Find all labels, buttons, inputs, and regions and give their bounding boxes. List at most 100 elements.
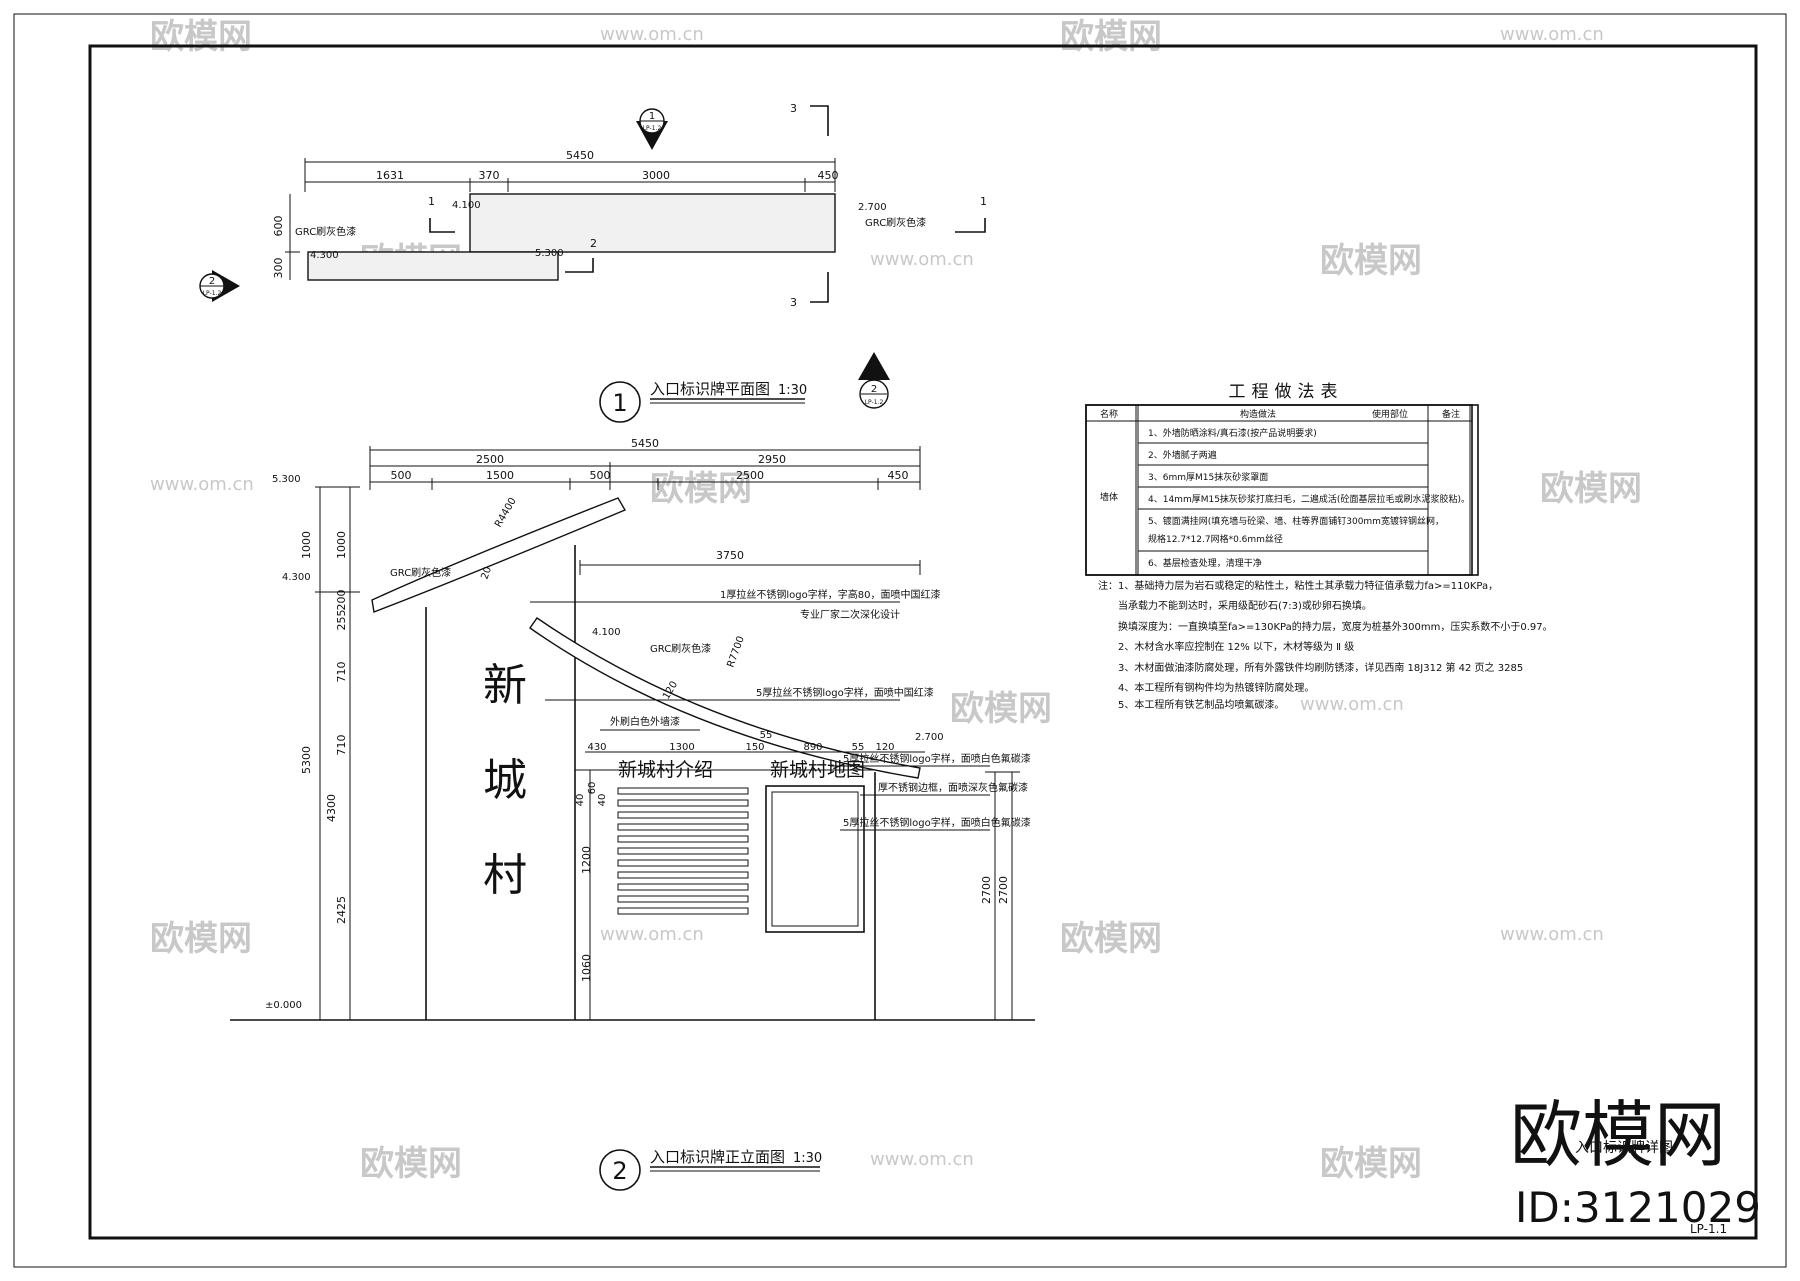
ref-sheet: LP-1.2 (203, 290, 222, 297)
table-row: 5、镀面满挂网(填充墙与砼梁、墙、柱等界面铺钉300mm宽镀锌钢丝网， (1148, 515, 1444, 527)
elev-dim: 2500 (476, 453, 504, 466)
watermark-logo: 欧模网 (150, 17, 252, 57)
annotation: 5厚拉丝不锈钢logo字样，面喷中国红漆 (756, 686, 934, 699)
watermark-logo: 欧模网 (1060, 919, 1162, 959)
panel-dim: 120 (875, 742, 894, 753)
id-label: ID:3121029 (1515, 1183, 1761, 1232)
left-dim-outer: 5300 (300, 746, 313, 774)
ref-sheet: LP-1.2 (865, 399, 884, 406)
note-line: 4、本工程所有钢构件均为热镀锌防腐处理。 (1118, 681, 1314, 694)
village-char: 城 (483, 755, 527, 806)
watermark-logo: 欧模网 (1320, 241, 1422, 281)
table-title: 工程做法表 (1229, 382, 1344, 402)
panel-dim: 55 (760, 730, 773, 741)
elev-level: 5.300 (272, 474, 301, 485)
annotation: 厚不锈钢边框，面喷深灰色氟碳漆 (878, 781, 1028, 794)
watermark-logo: 欧模网 (650, 469, 752, 509)
inner-frame (88, 44, 1758, 1240)
plan-dim: 1631 (376, 169, 404, 182)
notes-block: 注：1、基础持力层为岩石或稳定的粘性土，粘性土其承载力特征值承载力fa>=110… (1098, 579, 1553, 711)
plan-level: 4.100 (452, 200, 481, 211)
section-mark: 1 (428, 195, 435, 208)
plan-view: 1 LP-1.2 5450 1631 370 3000 450 600 300 … (199, 102, 987, 423)
brand-logo-text: 欧模网 (1510, 1093, 1726, 1177)
elev-dim: 1500 (486, 469, 514, 482)
mid-dim: 60 (587, 782, 598, 795)
panel-left-title: 新城村介绍 (618, 759, 713, 781)
annotation: 专业厂家二次深化设计 (800, 608, 900, 621)
plan-upper-slab (469, 193, 836, 253)
note-line: 3、木材面做油漆防腐处理，所有外露铁件均刷防锈漆，详见西南 18J312 第 4… (1118, 661, 1523, 674)
village-char: 村 (483, 850, 527, 901)
lower-arch-beam (529, 617, 921, 779)
elev-level: 2.700 (915, 732, 944, 743)
section-mark: 1 (980, 195, 987, 208)
plan-dim-vertical: 300 (272, 258, 285, 279)
right-dim: 2700 (997, 876, 1010, 904)
right-dim: 2700 (980, 876, 993, 904)
table-row: 6、基层检查处理，清理干净 (1148, 557, 1262, 569)
ref-sheet: LP-1.2 (643, 125, 662, 132)
table-row: 3、6mm厚M15抹灰砂浆罩面 (1148, 471, 1268, 483)
table-header: 构造做法 (1240, 408, 1276, 420)
note-line: 注：1、基础持力层为岩石或稳定的粘性土，粘性土其承载力特征值承载力fa>=110… (1098, 579, 1498, 592)
elev-dim-total: 5450 (631, 437, 659, 450)
plan-dim-vertical: 600 (272, 216, 285, 237)
note-line: 2、木材含水率应控制在 12% 以下，木材等级为 Ⅱ 级 (1118, 640, 1354, 653)
table-header: 使用部位 (1372, 408, 1408, 420)
map-frame-inner (771, 791, 859, 927)
elev-dim-3750: 3750 (716, 549, 744, 562)
louver-panel (617, 787, 749, 915)
outer-border (13, 13, 1787, 1268)
watermark-logo: 欧模网 (1060, 17, 1162, 57)
annotation: GRC刷灰色漆 (390, 566, 451, 579)
elev-level: 4.100 (592, 627, 621, 638)
engineering-table: 工程做法表 名称 构造做法 使用部位 备注 墙体 1、外墙防晒涂料/真石漆(按产… (1085, 382, 1479, 576)
elevation-title-index-circle (599, 1149, 641, 1191)
watermark-url: www.om.cn (150, 474, 254, 495)
plan-dim: 3000 (642, 169, 670, 182)
map-frame-outer (765, 785, 865, 933)
section-ref-marker-top: 1 LP-1.2 (636, 108, 668, 150)
village-char: 新 (483, 660, 527, 711)
ref-num: 2 (871, 384, 877, 395)
table-header: 名称 (1100, 408, 1118, 420)
left-dim-inner: 710 (335, 662, 348, 683)
panel-dim: 150 (745, 742, 764, 753)
mid-dim: 40 (597, 794, 608, 807)
upper-arch-beam (371, 497, 627, 613)
plan-level: 4.300 (310, 250, 339, 261)
elevation-title-scale: 1:30 (793, 1151, 822, 1166)
left-dim-inner: 200 (335, 590, 348, 611)
watermark-logo: 欧模网 (950, 689, 1052, 729)
section-mark: 3 (790, 102, 797, 115)
plan-title-index-circle (599, 381, 641, 423)
plan-title-scale: 1:30 (778, 383, 807, 398)
panel-right-title: 新城村地图 (770, 759, 865, 781)
panel-dim: 1300 (669, 742, 694, 753)
watermark-logo: 欧模网 (1540, 469, 1642, 509)
left-dim-outer: 1000 (300, 531, 313, 559)
small-dim: 20 (479, 565, 494, 581)
elevation-view: 2 LP-1.2 5450 2500 2950 500 1500 500 250… (230, 352, 1035, 1191)
left-dim-inner: 1000 (335, 531, 348, 559)
table-row: 4、14mm厚M15抹灰砂浆打底扫毛，二遍成活(砼面基层拉毛或刷水泥浆胶粘)。 (1148, 493, 1470, 505)
table-row: 1、外墙防晒涂料/真石漆(按产品说明要求) (1148, 427, 1317, 439)
plan-dim: 370 (479, 169, 500, 182)
mid-dim: 40 (575, 794, 586, 807)
left-dim-inner: 2425 (335, 896, 348, 924)
elev-dim: 450 (888, 469, 909, 482)
title-block: 入口标识牌详图 LP-1.1 欧模网 ID:3121029 (1510, 1093, 1761, 1236)
annotation: 1厚拉丝不锈钢logo字样，字高80，面喷中国红漆 (720, 588, 940, 601)
left-dim-inner: 4300 (325, 794, 338, 822)
mid-dim: 1200 (580, 846, 593, 874)
watermark-logo: 欧模网 (1320, 1144, 1422, 1184)
annotation: 外刷白色外墙漆 (610, 715, 680, 728)
table-row-name: 墙体 (1100, 491, 1118, 503)
panel-dim: 430 (587, 742, 606, 753)
elevation-title-index: 2 (612, 1157, 627, 1185)
panel-dim: 55 (852, 742, 865, 753)
table-row: 规格12.7*12.7网格*0.6mm丝径 (1148, 533, 1283, 545)
plan-dim-total: 5450 (566, 149, 594, 162)
watermark-url: www.om.cn (1500, 24, 1604, 45)
